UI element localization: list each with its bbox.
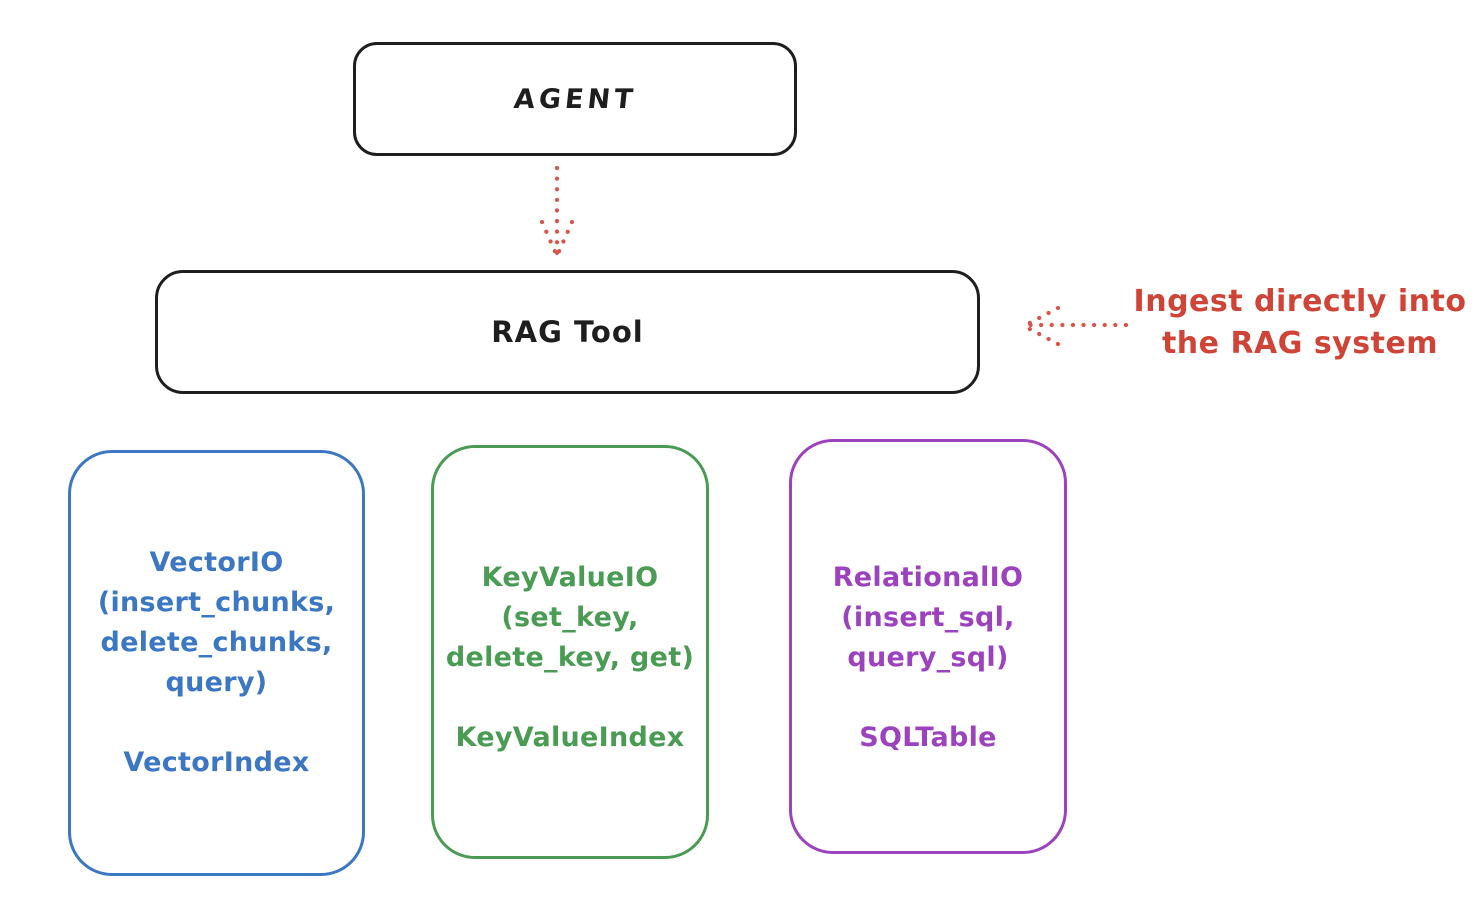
rag-tool-node: RAG Tool [155,270,980,394]
store-line: query_sql) [847,642,1009,673]
annotation-line-1: Ingest directly into [1133,284,1467,319]
store-line: (insert_sql, [841,602,1015,633]
rag-tool-label: RAG Tool [491,315,644,349]
annotation-line-2: the RAG system [1161,326,1439,361]
store-line: (insert_chunks, [97,587,336,618]
ingest-arrow-icon [1021,305,1129,347]
relational-io-node: RelationalIO (insert_sql, query_sql) SQL… [789,439,1067,854]
vector-io-node: VectorIO (insert_chunks, delete_chunks, … [68,450,365,876]
store-line: delete_key, get) [445,642,695,673]
agent-label: AGENT [512,83,638,115]
keyvalue-io-node: KeyValueIO (set_key, delete_key, get) Ke… [431,445,709,859]
store-index-label: VectorIndex [123,747,310,778]
agent-node: AGENT [353,42,797,156]
agent-to-rag-arrow-icon [539,165,575,259]
store-line: VectorIO [149,547,284,578]
store-line: KeyValueIO [481,562,659,593]
store-line: delete_chunks, [100,627,333,658]
store-index-label: SQLTable [859,722,997,753]
ingest-annotation: Ingest directly into the RAG system [1128,281,1472,365]
store-line: query) [165,667,268,698]
store-index-label: KeyValueIndex [455,722,685,753]
store-line: RelationalIO [832,562,1024,593]
store-line: (set_key, [501,602,639,633]
